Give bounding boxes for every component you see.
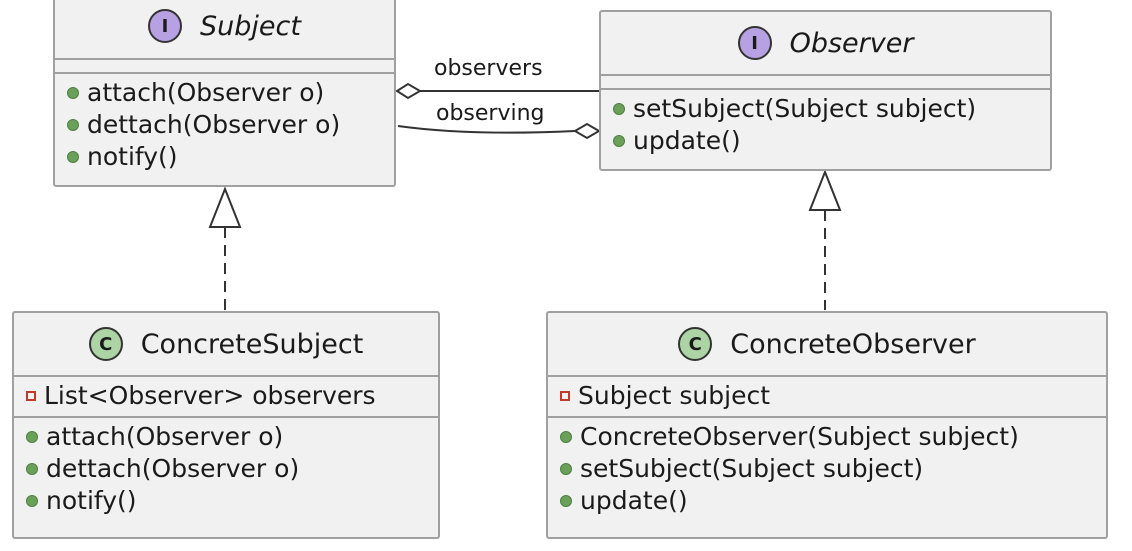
method-row: notify(): [26, 485, 438, 517]
concrete-subject-class-box[interactable]: C ConcreteSubject List<Observer> observe…: [12, 311, 440, 539]
method-row: dettach(Observer o): [67, 109, 394, 141]
field-declaration: List<Observer> observers: [44, 381, 376, 410]
observing-aggregation-diamond: [573, 122, 601, 140]
subject-methods-section: attach(Observer o) dettach(Observer o) n…: [55, 74, 394, 177]
public-visibility-icon: [67, 119, 79, 131]
observer-interface-box[interactable]: I Observer setSubject(Subject subject) u…: [599, 10, 1052, 171]
subject-header: I Subject: [55, 0, 394, 60]
private-visibility-icon: [560, 391, 570, 401]
field-row: Subject subject: [560, 380, 1106, 412]
private-visibility-icon: [26, 391, 36, 401]
concrete-subject-fields-section: List<Observer> observers: [14, 377, 438, 418]
observing-relation-label: observing: [436, 101, 545, 126]
subject-realization-arrowhead: [208, 186, 242, 228]
method-row: setSubject(Subject subject): [560, 453, 1106, 485]
class-badge-icon: C: [88, 327, 123, 361]
public-visibility-icon: [613, 103, 625, 115]
interface-badge-icon: I: [737, 26, 772, 60]
method-signature: dettach(Observer o): [46, 454, 300, 483]
public-visibility-icon: [26, 463, 38, 475]
method-signature: update(): [580, 486, 688, 515]
concrete-subject-methods-section: attach(Observer o) dettach(Observer o) n…: [14, 418, 438, 521]
concrete-subject-name: ConcreteSubject: [140, 328, 364, 360]
method-row: notify(): [67, 141, 394, 173]
method-signature: dettach(Observer o): [87, 110, 341, 139]
method-row: attach(Observer o): [67, 77, 394, 109]
field-row: List<Observer> observers: [26, 380, 438, 412]
method-row: update(): [613, 125, 1050, 157]
observer-fields-section: [601, 76, 1050, 90]
method-row: attach(Observer o): [26, 421, 438, 453]
concrete-subject-header: C ConcreteSubject: [14, 313, 438, 377]
observers-relation-label: observers: [434, 56, 543, 81]
method-signature: attach(Observer o): [46, 422, 284, 451]
method-row: dettach(Observer o): [26, 453, 438, 485]
method-signature: notify(): [46, 486, 137, 515]
class-badge-icon: C: [678, 327, 713, 361]
field-declaration: Subject subject: [578, 381, 771, 410]
method-signature: update(): [633, 126, 741, 155]
public-visibility-icon: [26, 431, 38, 443]
method-signature: ConcreteObserver(Subject subject): [580, 422, 1019, 451]
public-visibility-icon: [26, 495, 38, 507]
observers-aggregation-diamond: [395, 82, 422, 100]
public-visibility-icon: [67, 151, 79, 163]
method-row: ConcreteObserver(Subject subject): [560, 421, 1106, 453]
concrete-observer-header: C ConcreteObserver: [548, 313, 1106, 377]
observer-realization-arrowhead: [808, 169, 842, 211]
public-visibility-icon: [560, 463, 572, 475]
observer-header: I Observer: [601, 12, 1050, 76]
concrete-observer-name: ConcreteObserver: [730, 328, 976, 360]
public-visibility-icon: [613, 135, 625, 147]
observing-association-line: [397, 125, 576, 134]
concrete-observer-fields-section: Subject subject: [548, 377, 1106, 418]
interface-badge-icon: I: [148, 9, 183, 43]
method-signature: notify(): [87, 142, 178, 171]
method-signature: setSubject(Subject subject): [580, 454, 924, 483]
concrete-observer-methods-section: ConcreteObserver(Subject subject) setSub…: [548, 418, 1106, 521]
method-signature: setSubject(Subject subject): [633, 94, 977, 123]
method-row: update(): [560, 485, 1106, 517]
subject-fields-section: [55, 60, 394, 74]
observer-methods-section: setSubject(Subject subject) update(): [601, 90, 1050, 161]
observer-name: Observer: [789, 27, 914, 59]
subject-name: Subject: [200, 10, 301, 42]
public-visibility-icon: [560, 431, 572, 443]
public-visibility-icon: [67, 87, 79, 99]
concrete-observer-class-box[interactable]: C ConcreteObserver Subject subject Concr…: [546, 311, 1108, 539]
method-signature: attach(Observer o): [87, 78, 325, 107]
method-row: setSubject(Subject subject): [613, 93, 1050, 125]
public-visibility-icon: [560, 495, 572, 507]
subject-interface-box[interactable]: I Subject attach(Observer o) dettach(Obs…: [53, 0, 396, 187]
